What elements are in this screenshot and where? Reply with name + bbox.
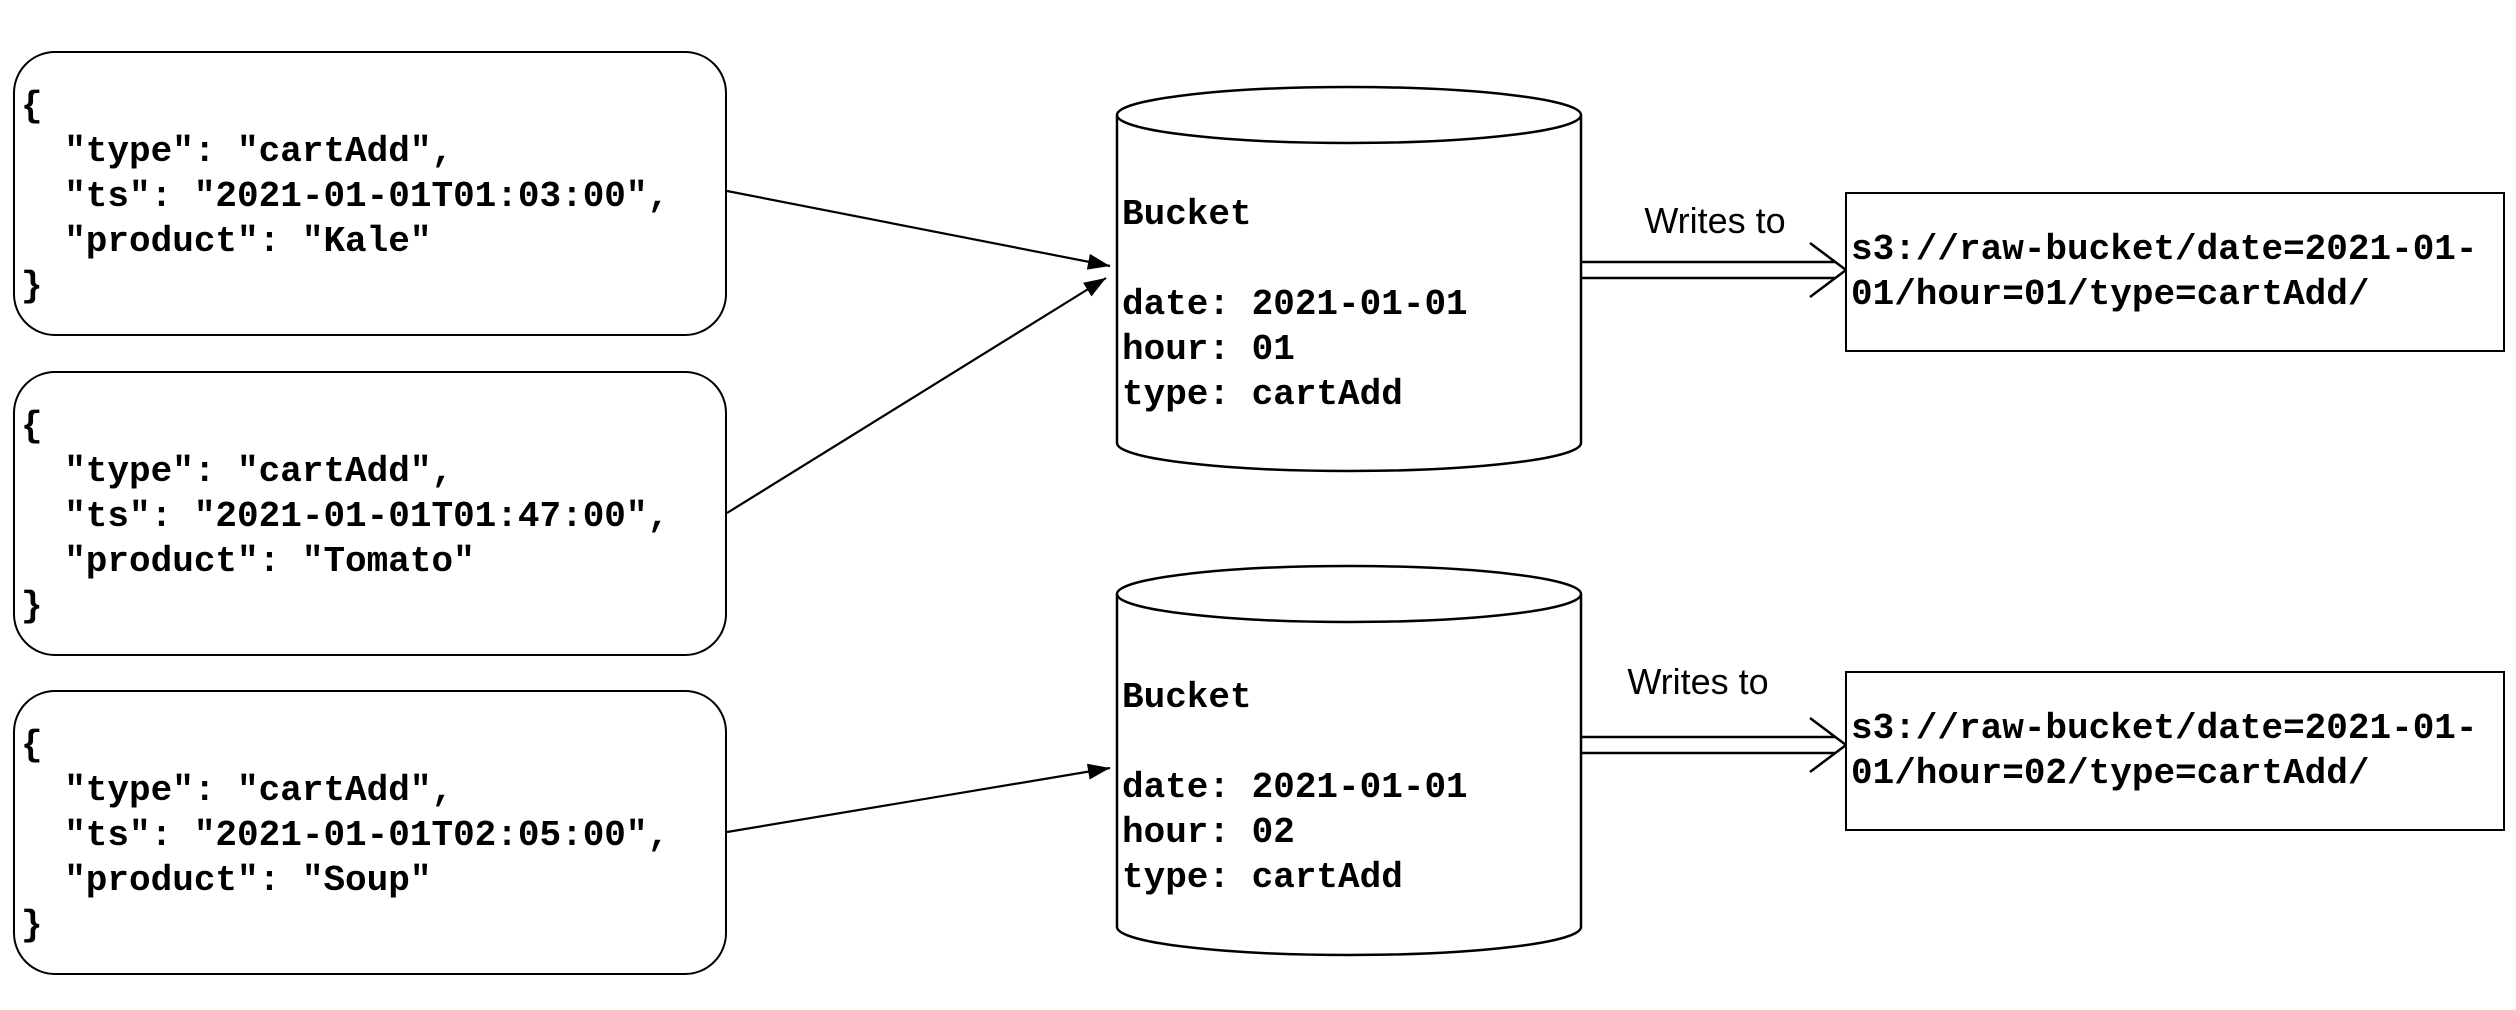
writes-to-label-2: Writes to <box>1627 661 1769 702</box>
s3-path-box-1: s3://raw-bucket/date=2021-01-01/hour=01/… <box>1845 192 2505 352</box>
bucket-cylinder-2 <box>1115 564 1583 957</box>
s3-path-box-2: s3://raw-bucket/date=2021-01-01/hour=02/… <box>1845 671 2505 831</box>
writes-to-label-1: Writes to <box>1644 200 1786 241</box>
writes-to-arrow-1 <box>1581 242 1849 298</box>
writes-to-arrow-2 <box>1581 717 1849 773</box>
s3-path-text-1: s3://raw-bucket/date=2021-01-01/hour=01/… <box>1851 229 2478 315</box>
event-json-box-2: { "type": "cartAdd", "ts": "2021-01-01T0… <box>13 371 727 656</box>
bucket-cylinder-1 <box>1115 85 1583 473</box>
arrow-event3-to-bucket2 <box>726 763 1111 834</box>
s3-path-text-2: s3://raw-bucket/date=2021-01-01/hour=02/… <box>1851 708 2478 794</box>
arrow-event2-to-bucket1 <box>726 277 1107 514</box>
arrow-event1-to-bucket1 <box>726 189 1111 270</box>
bucket-label-2: Bucket date: 2021-01-01 hour: 02 type: c… <box>1122 677 1468 898</box>
bucket-label-1: Bucket date: 2021-01-01 hour: 01 type: c… <box>1122 194 1468 415</box>
event-json-box-1: { "type": "cartAdd", "ts": "2021-01-01T0… <box>13 51 727 336</box>
event-json-box-3: { "type": "cartAdd", "ts": "2021-01-01T0… <box>13 690 727 975</box>
